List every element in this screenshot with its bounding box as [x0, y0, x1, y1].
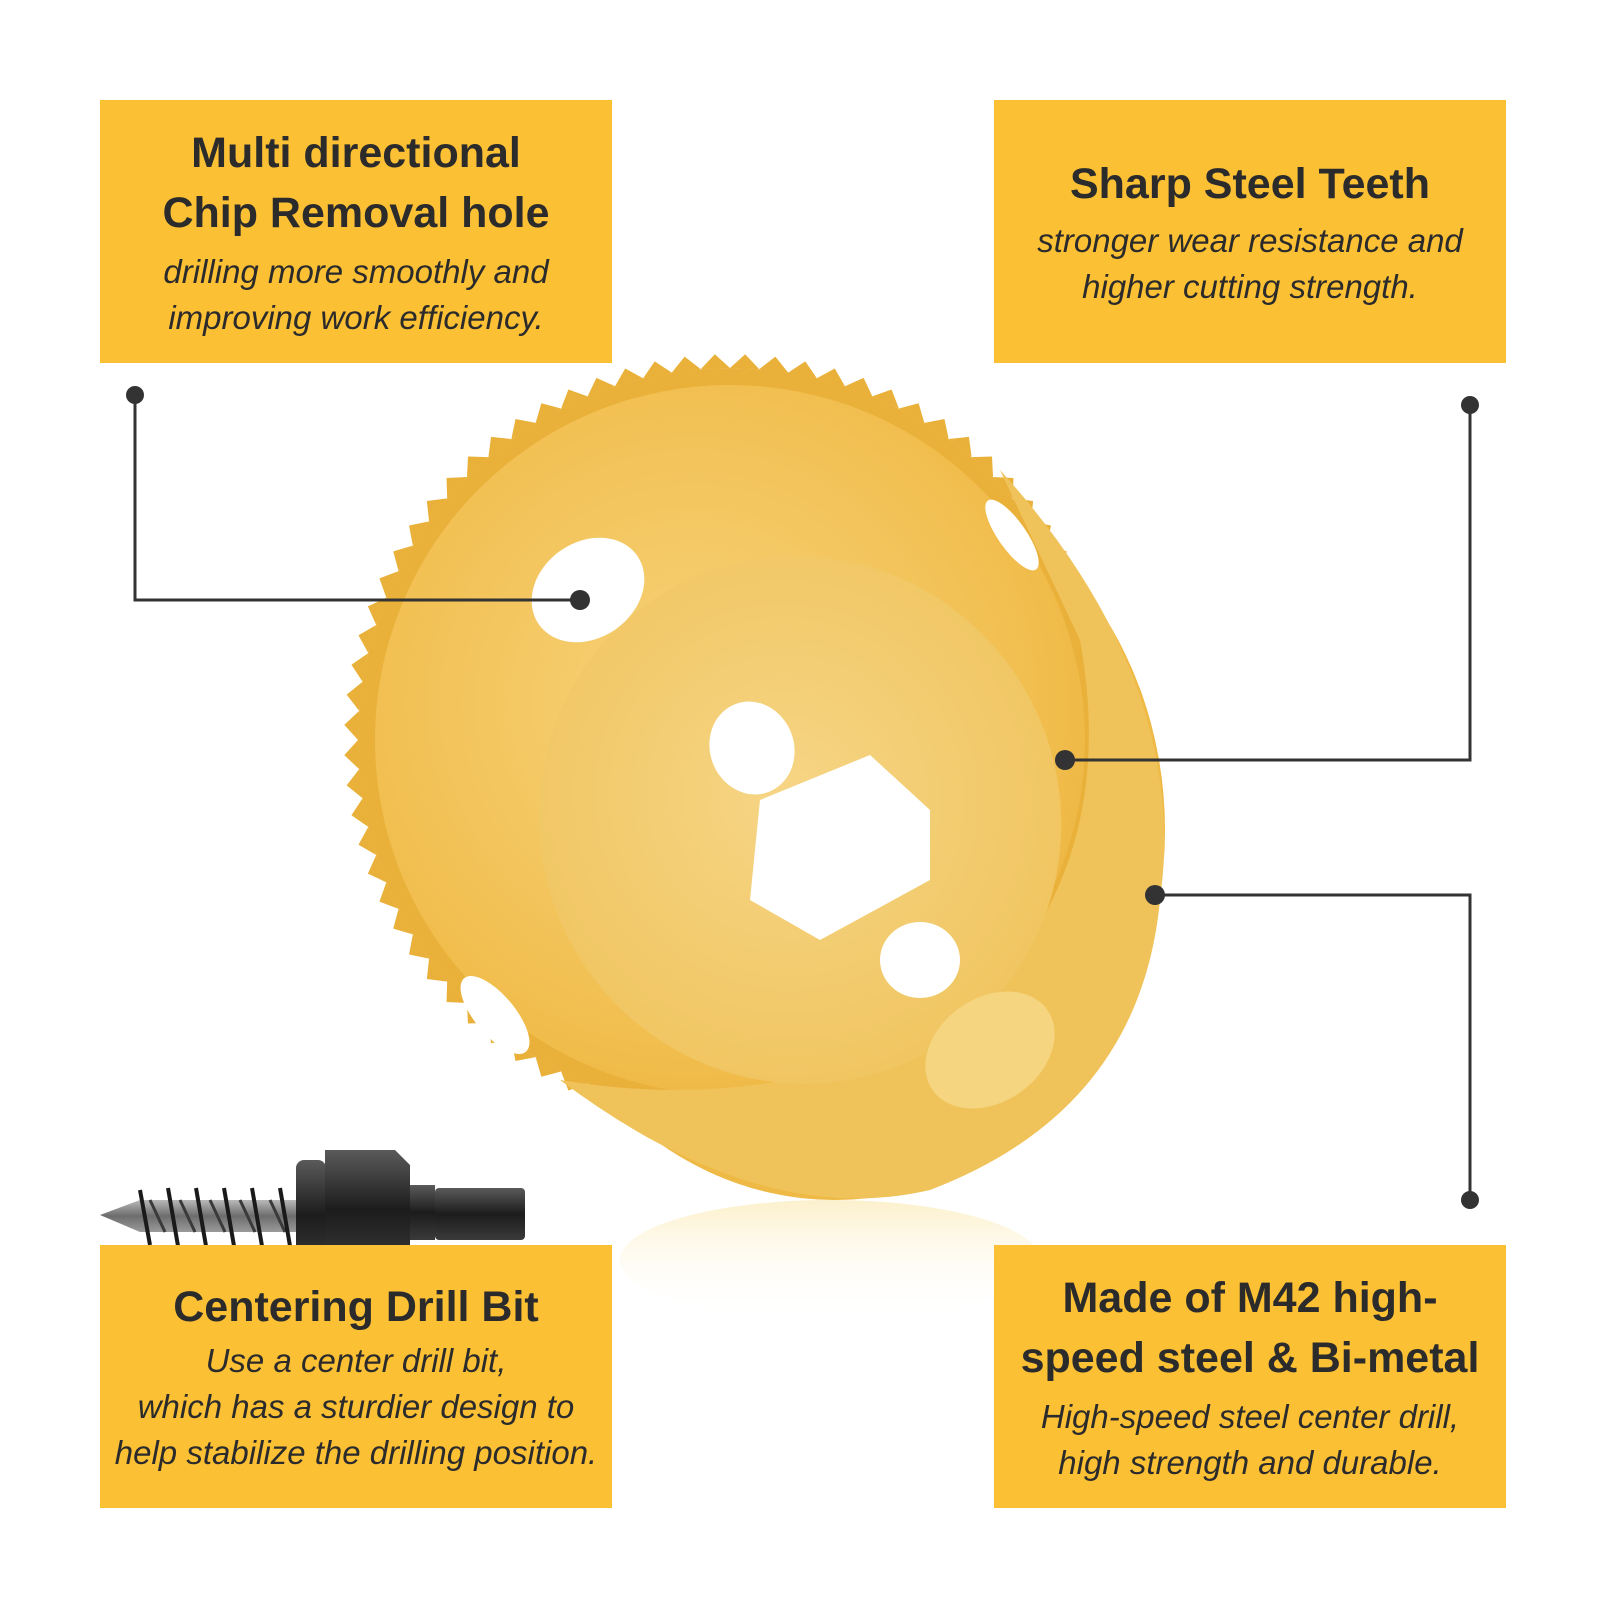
feature-panel-chip-removal: Multi directional Chip Removal hole dril…	[100, 100, 612, 363]
dot-icon	[1461, 1191, 1479, 1209]
callout-line-chip-hole	[133, 395, 580, 602]
panel-description: stronger wear resistance and	[1037, 221, 1463, 259]
saw-tooth	[971, 456, 994, 477]
saw-tooth	[426, 958, 448, 982]
feature-panel-steel-teeth: Sharp Steel Teeth stronger wear resistan…	[994, 100, 1506, 363]
saw-tooth	[561, 389, 588, 409]
saw-tooth	[346, 681, 363, 711]
callout-line-material	[1155, 893, 1472, 1200]
pilot-drill-bit-image	[100, 1150, 525, 1270]
saw-tooth	[488, 436, 512, 458]
callout-dots	[126, 386, 1479, 1209]
saw-tooth	[446, 476, 467, 499]
hole-saw-image	[344, 354, 1165, 1200]
saw-tooth	[426, 498, 448, 522]
saw-tooth	[379, 571, 399, 598]
panel-title: Sharp Steel Teeth	[1069, 159, 1431, 208]
panel-title: Made of M42 high-	[1062, 1273, 1438, 1322]
saw-tooth	[788, 361, 817, 379]
saw-tooth	[367, 597, 387, 626]
saw-tooth	[924, 419, 949, 440]
product-reflection	[620, 1200, 1040, 1320]
saw-tooth	[379, 882, 399, 909]
saw-tooth	[344, 710, 360, 740]
saw-tooth	[643, 361, 672, 379]
saw-tooth	[872, 389, 899, 409]
saw-tooth	[615, 368, 644, 387]
chip-removal-hole	[531, 537, 645, 643]
saw-tooth	[816, 368, 845, 387]
saw-tooth	[358, 625, 377, 654]
panel-description: higher cutting strength.	[1082, 267, 1418, 305]
saw-tooth	[700, 354, 730, 370]
panel-description: high strength and durable.	[1058, 1443, 1442, 1481]
dot-icon	[1145, 885, 1165, 905]
callout-line-teeth	[1065, 405, 1472, 762]
saw-tooth	[587, 377, 616, 397]
dot-icon	[1461, 396, 1479, 414]
saw-tooth	[393, 908, 413, 935]
saw-tooth	[844, 377, 873, 397]
saw-tooth	[730, 354, 760, 370]
panel-title: speed steel & Bi-metal	[1020, 1333, 1480, 1382]
saw-tooth	[409, 521, 430, 546]
panel-description: improving work efficiency.	[168, 298, 544, 336]
saw-tooth	[535, 1057, 562, 1077]
saw-tooth	[759, 356, 789, 373]
feature-panel-drill-bit: Centering Drill Bit Use a center drill b…	[100, 1245, 612, 1508]
saw-tooth	[344, 740, 360, 770]
dot-icon	[1055, 750, 1075, 770]
panel-description: High-speed steel center drill,	[1040, 1397, 1460, 1435]
saw-tooth	[898, 403, 925, 423]
saw-tooth	[671, 356, 701, 373]
panel-description: which has a sturdier design to	[137, 1387, 575, 1425]
saw-tooth	[351, 798, 369, 827]
saw-tooth	[346, 769, 363, 799]
saw-tooth	[466, 456, 489, 477]
saw-tooth	[393, 545, 413, 572]
panel-description: drilling more smoothly and	[163, 252, 549, 290]
callout-lines	[133, 395, 1472, 1200]
saw-tooth	[446, 981, 467, 1004]
panel-description: Use a center drill bit,	[205, 1341, 507, 1379]
panel-description: help stabilize the drilling position.	[114, 1433, 598, 1471]
saw-tooth	[367, 854, 387, 883]
saw-tooth	[535, 403, 562, 423]
saw-tooth	[409, 934, 430, 959]
saw-tooth	[351, 653, 369, 682]
panel-title: Chip Removal hole	[162, 188, 550, 237]
dot-icon	[126, 386, 144, 404]
panel-title: Centering Drill Bit	[173, 1282, 539, 1331]
dot-icon	[570, 590, 590, 610]
feature-panel-material: Made of M42 high- speed steel & Bi-metal…	[994, 1245, 1506, 1508]
saw-tooth	[358, 826, 377, 855]
panel-title: Multi directional	[191, 128, 521, 177]
saw-tooth	[948, 436, 972, 458]
saw-tooth	[511, 419, 536, 440]
